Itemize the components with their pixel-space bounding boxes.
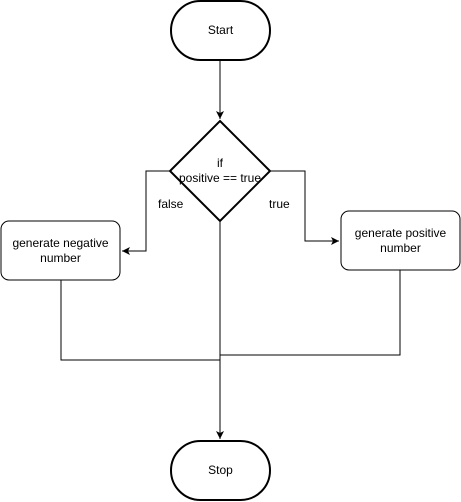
- negative-label: generate negative number: [12, 235, 109, 265]
- stop-terminal: [170, 440, 271, 501]
- decision-label: if positive == true: [160, 150, 280, 192]
- true-edge-label: true: [269, 197, 290, 211]
- positive-label: generate positive number: [354, 225, 447, 255]
- false-edge-label: false: [158, 197, 184, 211]
- edge-true-to-positive: [270, 170, 339, 245]
- edge-positive-merge: [220, 270, 401, 356]
- stop-label: Stop: [208, 463, 233, 477]
- edge-negative-merge: [60, 280, 220, 361]
- edge-false-to-negative: [122, 170, 170, 255]
- start-label: Start: [207, 23, 234, 37]
- decision-label-line2: positive == true: [178, 171, 262, 185]
- decision-label-line1: if: [217, 156, 223, 170]
